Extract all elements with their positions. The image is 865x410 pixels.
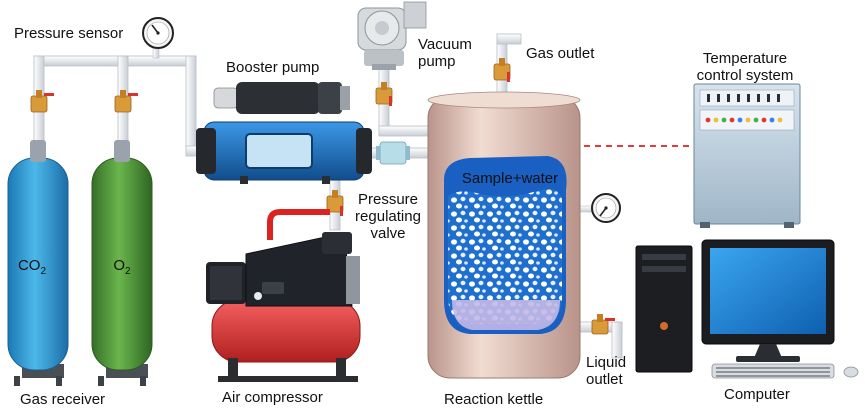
svg-text:O2: O2: [113, 257, 131, 277]
svg-text:CO2: CO2: [18, 257, 47, 277]
valve-icon: [30, 90, 54, 113]
temperature-control-box: [693, 83, 801, 228]
pressure-valve-label-line3: valve: [370, 225, 405, 242]
pressure-gauge-icon: [142, 17, 174, 49]
valve-icon: [114, 90, 138, 113]
co2-label: CO: [18, 257, 41, 274]
o2-subscript: 2: [125, 266, 131, 277]
sample-water-label: Sample+water: [462, 170, 558, 187]
co2-cylinder: CO2: [7, 140, 69, 386]
valve-icon: [591, 314, 615, 335]
liquid-outlet-label-line1: Liquid: [586, 354, 626, 371]
booster-pump-label: Booster pump: [226, 59, 319, 76]
booster-pump: [196, 82, 372, 184]
computer: [635, 239, 859, 379]
pressure-valve-label-line2: regulating: [355, 208, 421, 225]
liquid-outlet-label-line2: outlet: [586, 371, 624, 388]
co2-subscript: 2: [40, 266, 46, 277]
vacuum-pump-label-line2: pump: [418, 53, 456, 70]
pressure-sensor-label: Pressure sensor: [14, 25, 123, 42]
reaction-kettle: Sample+water: [427, 91, 581, 379]
temperature-label-line1: Temperature: [703, 50, 787, 67]
gas-receiver-label: Gas receiver: [20, 391, 105, 408]
o2-label: O: [113, 257, 125, 274]
reaction-kettle-label: Reaction kettle: [444, 391, 543, 408]
vacuum-pump: [357, 1, 427, 70]
sediment-region: [452, 300, 560, 330]
computer-label: Computer: [724, 386, 790, 403]
temperature-label-line2: control system: [697, 67, 794, 84]
pressure-gauge-icon: [591, 193, 621, 223]
air-compressor: [206, 209, 361, 382]
o2-cylinder: O2: [91, 140, 153, 386]
valve-icon: [375, 82, 393, 106]
valve-icon: [493, 58, 511, 82]
air-compressor-label: Air compressor: [222, 389, 323, 406]
pressure-valve-label-line1: Pressure: [358, 191, 418, 208]
valve-icon: [326, 190, 344, 216]
gas-outlet-label: Gas outlet: [526, 45, 595, 62]
pipe-connector: [376, 141, 410, 165]
bubbles-region: [448, 189, 562, 324]
vacuum-pump-label-line1: Vacuum: [418, 36, 472, 53]
